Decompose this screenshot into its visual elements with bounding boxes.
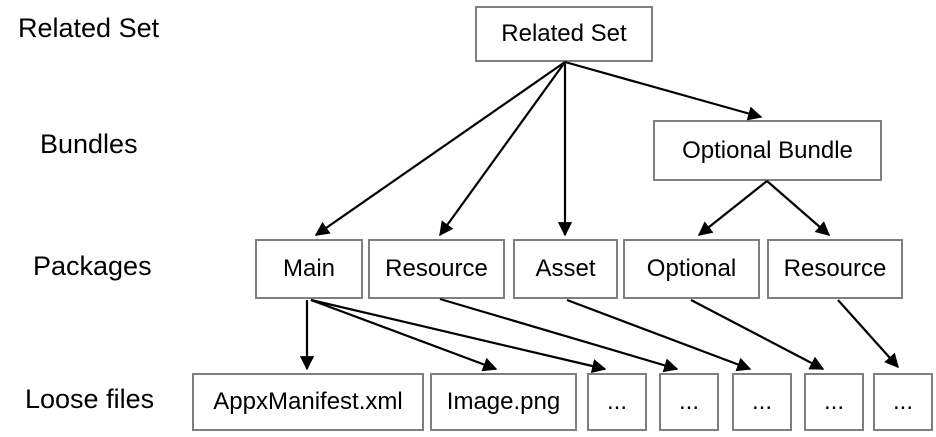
node-loose-file-appxmanifest: AppxManifest.xml (192, 373, 424, 431)
arrow-related-set-to-resource-1 (439, 61, 566, 237)
arrow-main-to-imagepng (310, 298, 498, 372)
arrow-asset-to-more-3 (566, 298, 752, 372)
node-optional-bundle: Optional Bundle (653, 120, 882, 181)
node-loose-file-more-2: ... (659, 373, 719, 431)
node-package-resource-1: Resource (368, 239, 505, 299)
node-loose-file-more-5: ... (873, 373, 933, 431)
row-label-bundles: Bundles (40, 129, 138, 159)
node-loose-file-more-3: ... (732, 373, 792, 431)
node-package-resource-2: Resource (767, 239, 903, 299)
row-label-loose-files: Loose files (25, 384, 155, 414)
arrow-main-to-more-1 (310, 298, 607, 374)
node-package-asset: Asset (513, 239, 618, 299)
arrow-resource-1-to-more-2 (439, 297, 679, 373)
arrow-related-set-to-main (314, 61, 566, 236)
arrow-resource-2-to-more-5 (837, 299, 899, 369)
arrow-related-set-to-optional-bundle (564, 60, 763, 121)
node-package-main: Main (255, 239, 363, 299)
node-related-set: Related Set (475, 6, 653, 62)
arrow-optional-bundle-to-resource-2 (766, 180, 831, 236)
arrow-optional-to-more-4 (690, 299, 825, 370)
arrow-optional-bundle-to-optional (697, 180, 768, 236)
node-loose-file-imagepng: Image.png (430, 373, 577, 431)
node-loose-file-more-4: ... (804, 373, 864, 431)
row-label-related-set: Related Set (18, 13, 160, 43)
node-package-optional: Optional (623, 239, 760, 299)
node-loose-file-more-1: ... (587, 373, 647, 431)
row-label-packages: Packages (33, 251, 152, 281)
